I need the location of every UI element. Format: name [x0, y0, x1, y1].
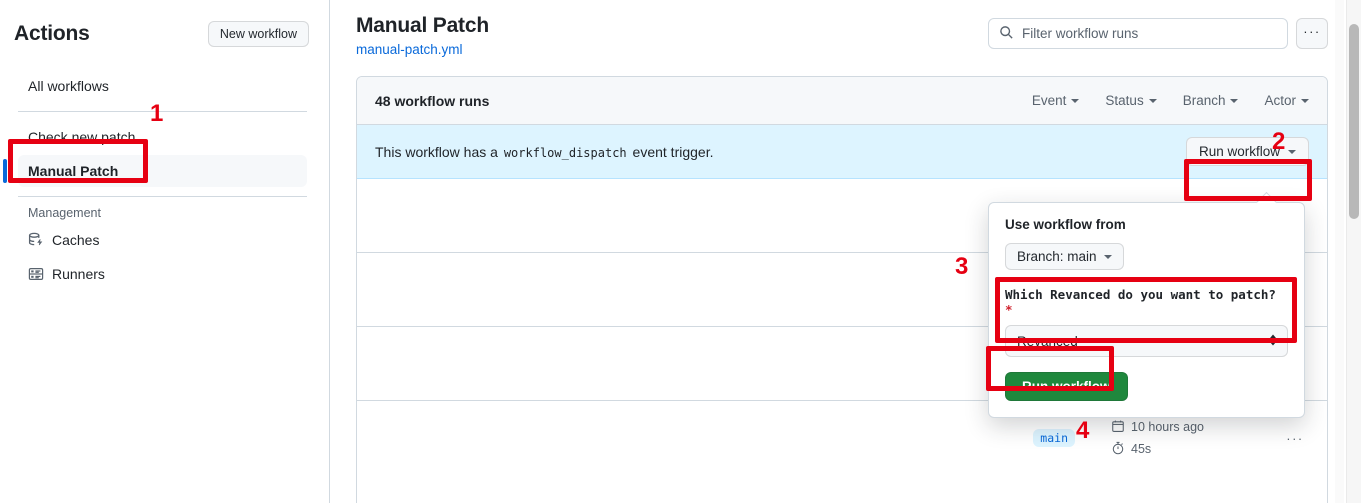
inner-scrollbar-track[interactable]: [1335, 0, 1344, 503]
required-marker: *: [1005, 302, 1013, 317]
dispatch-banner-text: This workflow has a workflow_dispatch ev…: [375, 144, 713, 160]
workflow-input-label-text: Which Revanced do you want to patch?: [1005, 287, 1276, 302]
sidebar-header: Actions New workflow: [0, 14, 329, 54]
search-input[interactable]: [1022, 26, 1277, 41]
sidebar-item-all-workflows[interactable]: All workflows: [18, 70, 307, 102]
sidebar-item-caches[interactable]: Caches: [18, 224, 307, 256]
filter-label: Actor: [1264, 93, 1296, 108]
chevron-down-icon: [1301, 98, 1309, 103]
sidebar-item-runners[interactable]: Runners: [18, 258, 307, 290]
workflow-input-select-wrapper: Revanced: [1005, 325, 1288, 357]
branch-selector-label: Branch: main: [1017, 249, 1097, 264]
sidebar-item-label: Caches: [52, 232, 100, 248]
branch-badge[interactable]: main: [1033, 429, 1075, 447]
filter-label: Event: [1031, 93, 1067, 108]
sidebar-item-label: Check new patch: [28, 129, 136, 145]
more-options-button[interactable]: ···: [1296, 18, 1328, 49]
page-title: Manual Patch: [356, 14, 489, 37]
workflow-runs-header: 48 workflow runs Event Status Branch: [357, 77, 1327, 125]
chevron-down-icon: [1103, 254, 1112, 259]
run-timestamp-text: 10 hours ago: [1131, 420, 1204, 434]
run-duration-text: 45s: [1131, 442, 1152, 456]
sidebar-title: Actions: [14, 22, 90, 45]
revanced-select[interactable]: Revanced: [1005, 325, 1288, 357]
dispatch-text-before: This workflow has a: [375, 143, 498, 160]
run-workflow-dropdown-button[interactable]: Run workflow: [1185, 137, 1309, 166]
submit-run-workflow-button[interactable]: Run workflow: [1005, 372, 1128, 401]
sidebar-item-label: Runners: [52, 266, 105, 282]
page-scrollbar-thumb[interactable]: [1349, 24, 1359, 219]
sidebar: Actions New workflow All workflows Check…: [0, 0, 330, 503]
new-workflow-button[interactable]: New workflow: [207, 21, 309, 47]
sidebar-divider-1: [18, 111, 307, 112]
filter-runs-search-box[interactable]: [988, 18, 1288, 49]
sidebar-item-check-new-patch[interactable]: Check new patch: [18, 121, 307, 153]
chevron-down-icon: [1148, 98, 1157, 103]
calendar-icon: [1111, 419, 1125, 436]
filter-label: Status: [1105, 93, 1144, 108]
page-scrollbar-track[interactable]: [1346, 0, 1361, 503]
row-more-options-button[interactable]: ···: [1286, 430, 1304, 446]
filters-group: Event Status Branch Actor: [1032, 93, 1309, 108]
header-actions: ···: [988, 18, 1328, 49]
filter-status[interactable]: Status: [1105, 93, 1157, 108]
database-bolt-icon: [28, 232, 44, 248]
sidebar-section-management: Management: [28, 206, 101, 220]
workflow-dispatch-banner: This workflow has a workflow_dispatch ev…: [357, 125, 1327, 179]
search-icon: [999, 25, 1014, 43]
run-duration: 45s: [1111, 441, 1281, 458]
workflow-input-label: Which Revanced do you want to patch? *: [1005, 287, 1288, 317]
filter-label: Branch: [1182, 93, 1226, 108]
filter-event[interactable]: Event: [1032, 93, 1080, 108]
sidebar-divider-2: [18, 196, 307, 197]
use-workflow-from-label: Use workflow from: [1005, 217, 1126, 232]
workflow-heading-group: Manual Patch manual-patch.yml: [356, 14, 489, 57]
chevron-down-icon: [1071, 98, 1080, 103]
branch-selector-button[interactable]: Branch: main: [1005, 243, 1124, 270]
chevron-down-icon: [1230, 98, 1239, 103]
dispatch-text-after: event trigger.: [632, 143, 714, 160]
run-workflow-popover-body: Use workflow from Branch: main Which Rev…: [989, 203, 1304, 417]
filter-branch[interactable]: Branch: [1183, 93, 1239, 108]
run-workflow-button-label: Run workflow: [1198, 144, 1280, 159]
sidebar-item-label: Manual Patch: [28, 163, 119, 179]
sidebar-item-manual-patch[interactable]: Manual Patch: [3, 155, 307, 187]
run-timestamp: 10 hours ago: [1111, 419, 1281, 436]
run-meta-cell: 10 hours ago 45s: [1111, 419, 1281, 458]
run-workflow-popover: Use workflow from Branch: main Which Rev…: [988, 202, 1305, 418]
sidebar-item-label: All workflows: [28, 78, 109, 94]
main-header: Manual Patch manual-patch.yml ···: [356, 14, 1328, 57]
server-rack-icon: [28, 266, 44, 282]
table-row[interactable]: main 10 hours ago: [357, 401, 1327, 475]
dispatch-event-code: workflow_dispatch: [503, 145, 627, 160]
chevron-down-icon: [1288, 149, 1296, 154]
workflow-file-link[interactable]: manual-patch.yml: [356, 42, 463, 57]
filter-actor[interactable]: Actor: [1264, 93, 1309, 108]
sidebar-nav: All workflows Check new patch Manual Pat…: [0, 70, 329, 290]
workflow-runs-count: 48 workflow runs: [375, 92, 490, 109]
stopwatch-icon: [1111, 441, 1125, 458]
